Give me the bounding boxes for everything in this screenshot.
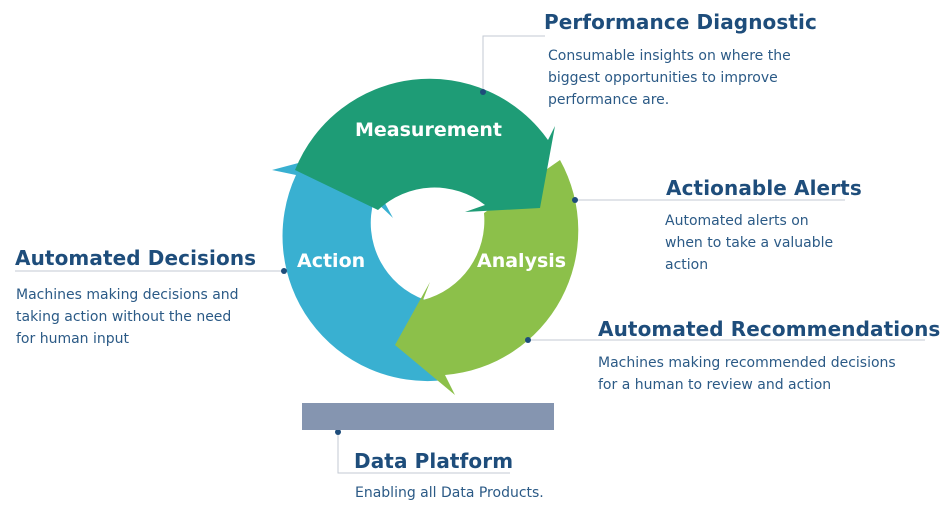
data-platform-desc: Enabling all Data Products. <box>355 482 544 504</box>
dot-alerts <box>572 197 578 203</box>
action-segment <box>272 148 445 382</box>
desc-line: Automated alerts on <box>665 213 809 229</box>
desc-line: Enabling all Data Products. <box>355 485 544 501</box>
automated-decisions-title: Automated Decisions <box>15 246 257 270</box>
desc-line: for a human to review and action <box>598 377 832 393</box>
dot-performance <box>480 89 486 95</box>
actionable-alerts-desc: Automated alerts on when to take a valua… <box>665 210 833 276</box>
desc-line: action <box>665 257 709 273</box>
data-platform-bar <box>302 403 554 430</box>
connector-lines <box>15 35 925 474</box>
action-label: Action <box>297 250 366 272</box>
desc-line: Machines making decisions and <box>16 287 239 303</box>
connector-platform <box>337 432 510 474</box>
analysis-label: Analysis <box>477 250 567 272</box>
desc-line: performance are. <box>548 92 670 108</box>
actionable-alerts-title: Actionable Alerts <box>666 176 862 200</box>
desc-line: taking action without the need <box>16 309 232 325</box>
desc-line: Consumable insights on where the <box>548 48 791 64</box>
desc-line: biggest opportunities to improve <box>548 70 778 86</box>
connector-performance <box>482 35 545 92</box>
measurement-segment <box>295 78 555 212</box>
analysis-segment <box>395 160 579 395</box>
dot-decisions <box>281 268 287 274</box>
performance-diagnostic-title: Performance Diagnostic <box>544 10 817 34</box>
automated-decisions-desc: Machines making decisions and taking act… <box>16 284 239 350</box>
automated-recommendations-title: Automated Recommendations <box>598 317 940 341</box>
desc-line: Machines making recommended decisions <box>598 355 896 371</box>
performance-diagnostic-desc: Consumable insights on where the biggest… <box>548 45 791 111</box>
connector-dots <box>281 89 578 435</box>
automated-recommendations-desc: Machines making recommended decisions fo… <box>598 352 896 396</box>
data-platform-title: Data Platform <box>354 449 514 473</box>
measurement-label: Measurement <box>355 119 502 141</box>
desc-line: when to take a valuable <box>665 235 834 251</box>
desc-line: for human input <box>16 331 129 347</box>
dot-recommendations <box>525 337 531 343</box>
dot-platform <box>335 429 341 435</box>
